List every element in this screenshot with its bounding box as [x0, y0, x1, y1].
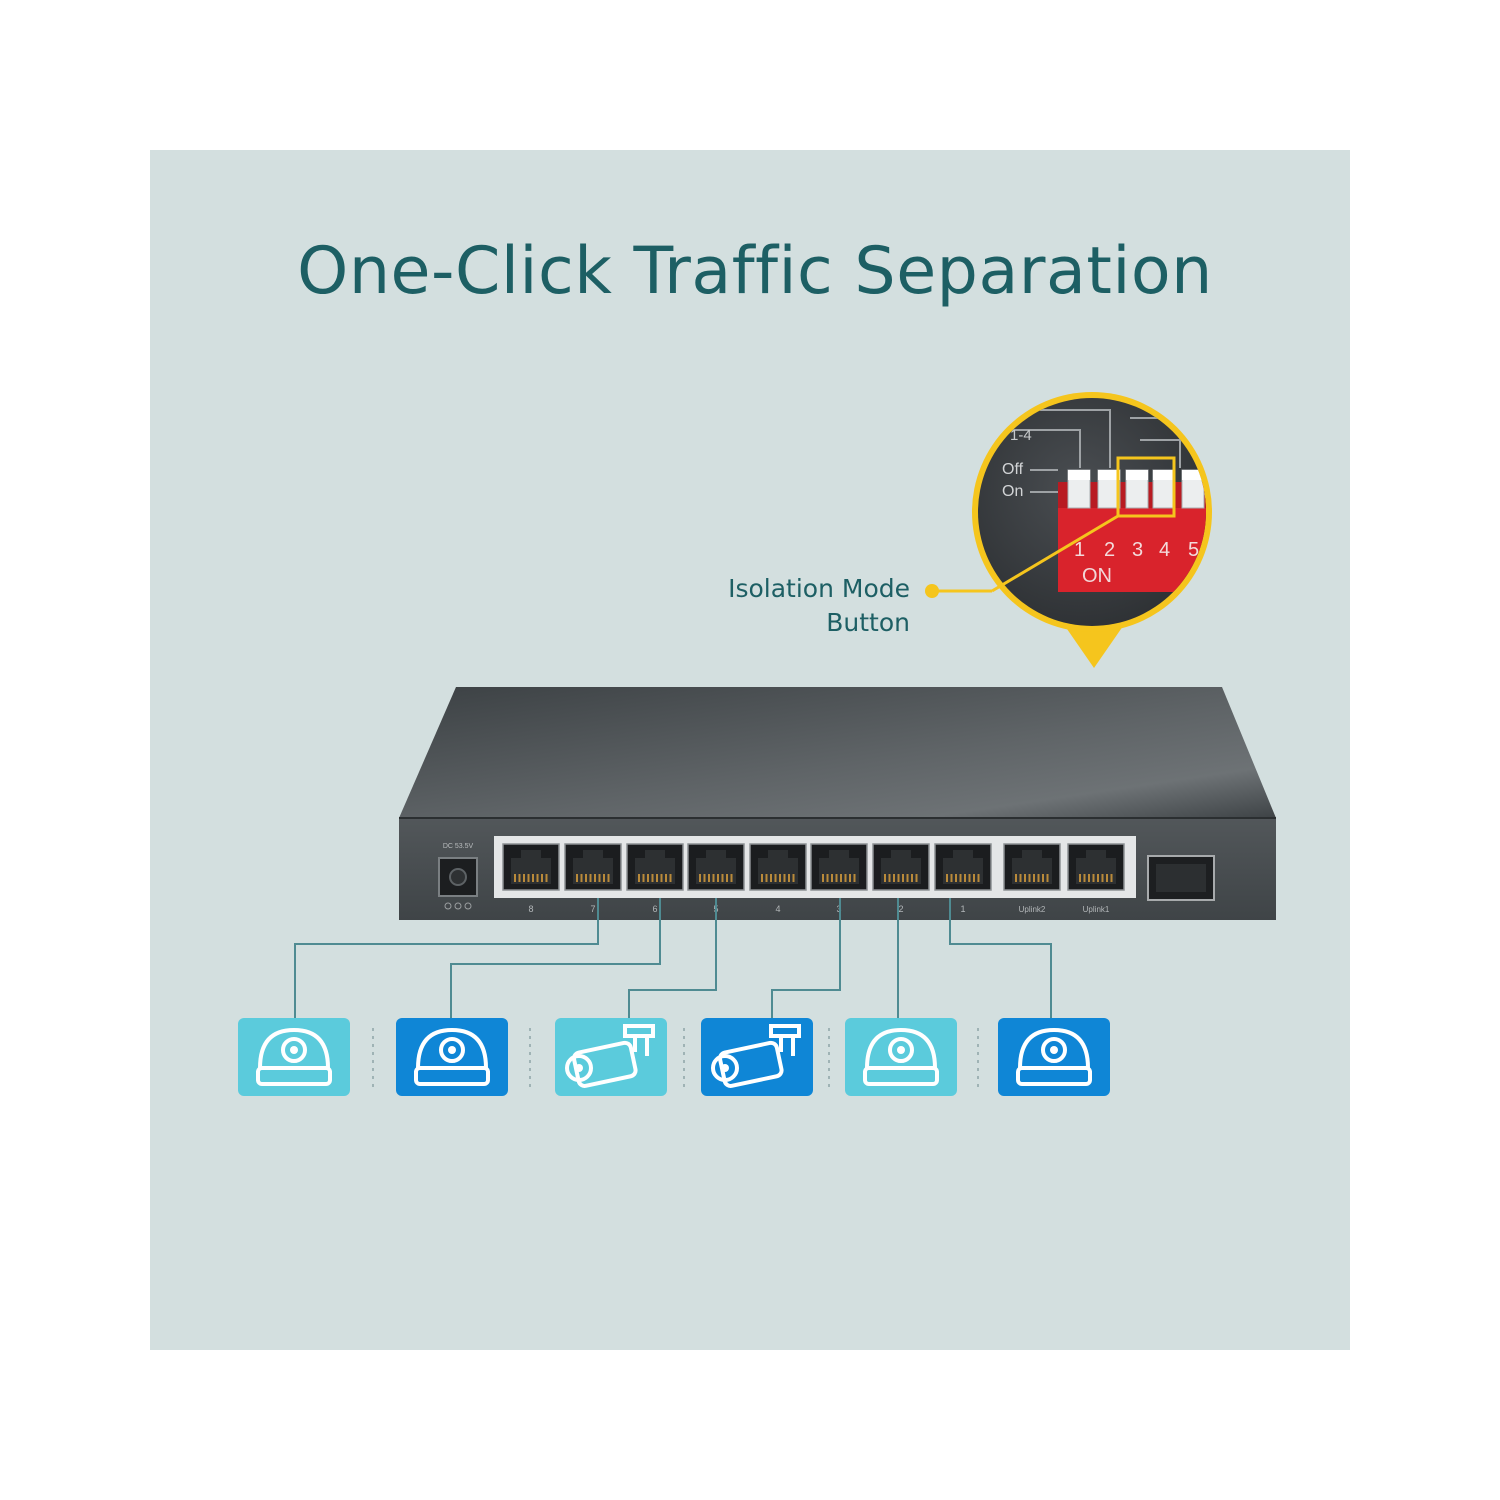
dip-number: 5 [1188, 539, 1199, 561]
dome-camera-icon [998, 1018, 1110, 1096]
bullet-camera-icon [555, 1018, 667, 1096]
port-label: Uplink1 [1083, 905, 1110, 914]
uplink-port [1067, 843, 1125, 891]
sfp-slot [1147, 855, 1215, 901]
dip-lever [1125, 469, 1149, 509]
port-label: 7 [590, 904, 595, 914]
uplink-port [1003, 843, 1061, 891]
isolation-mode-label-line1: Isolation Mode [728, 574, 910, 603]
rj45-port [564, 843, 622, 891]
dip-number: 2 [1104, 539, 1115, 561]
power-label: DC 53.5V [443, 843, 474, 850]
dome-camera-icon [396, 1018, 508, 1096]
rj45-port [810, 843, 868, 891]
rj45-port [934, 843, 992, 891]
port-label: 6 [652, 904, 657, 914]
switch-top-surface [399, 687, 1276, 818]
dip-number: 3 [1132, 539, 1143, 561]
page-title: One-Click Traffic Separation [297, 234, 1213, 309]
dip-number: 1 [1074, 539, 1085, 561]
dip-lever [1152, 469, 1176, 509]
dip-on-label: On [1002, 483, 1023, 500]
rj45-port [626, 843, 684, 891]
rj45-port [502, 843, 560, 891]
power-jack: DC 53.5V [438, 843, 478, 910]
dip-number: 4 [1159, 539, 1170, 561]
connector-lines [294, 898, 1052, 1018]
dip-group-label: 1-4 [1010, 427, 1032, 444]
dip-levers [1067, 469, 1205, 509]
isolation-mode-label: Isolation Mode Button [640, 572, 910, 640]
port-label: 8 [528, 904, 533, 914]
dip-lever [1097, 469, 1121, 509]
dip-off-label: Off [1002, 461, 1024, 478]
dome-camera-icon [845, 1018, 957, 1096]
bullet-camera-icon [701, 1018, 813, 1096]
port-label: 2 [898, 904, 903, 914]
port-label: 4 [775, 904, 780, 914]
dip-lever [1067, 469, 1091, 509]
port-label: 1 [960, 904, 965, 914]
rj45-port [687, 843, 745, 891]
camera-separators [372, 1028, 979, 1088]
camera-row [238, 1018, 1110, 1096]
rj45-ports [502, 843, 1125, 891]
isolation-mode-label-line2: Button [826, 608, 910, 637]
rj45-port [749, 843, 807, 891]
highlighted-switch-box [1116, 456, 1176, 518]
dome-camera-icon [238, 1018, 350, 1096]
rj45-port [872, 843, 930, 891]
port-label: Uplink2 [1019, 905, 1046, 914]
callout-dot [925, 584, 939, 598]
dip-on-marking: ON [1082, 565, 1112, 587]
